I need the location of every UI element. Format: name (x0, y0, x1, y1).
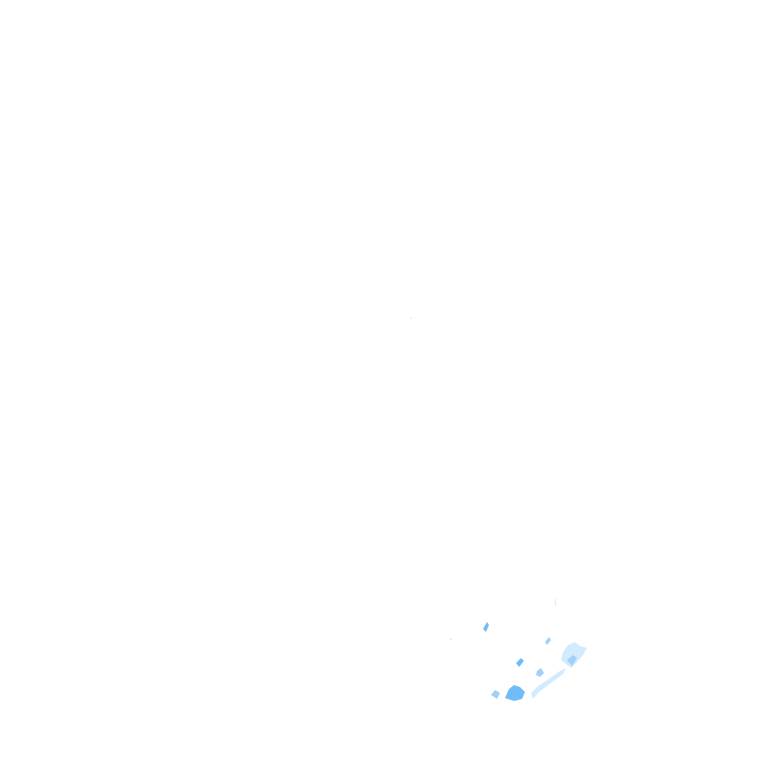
lake-southwest-small (491, 690, 500, 699)
lake-west (516, 658, 524, 667)
lake-center (536, 668, 544, 677)
lake-southwest (505, 685, 525, 701)
river-channel (531, 668, 566, 699)
lake-east-inner (567, 655, 577, 666)
map-speck (410, 317, 412, 319)
lake-north (483, 622, 489, 632)
lake-small-east (545, 637, 551, 645)
map-stray-dot (450, 638, 452, 640)
water-bodies (483, 622, 587, 701)
lake-east-shoreline (561, 642, 587, 668)
map-stray-mark (554, 598, 557, 607)
